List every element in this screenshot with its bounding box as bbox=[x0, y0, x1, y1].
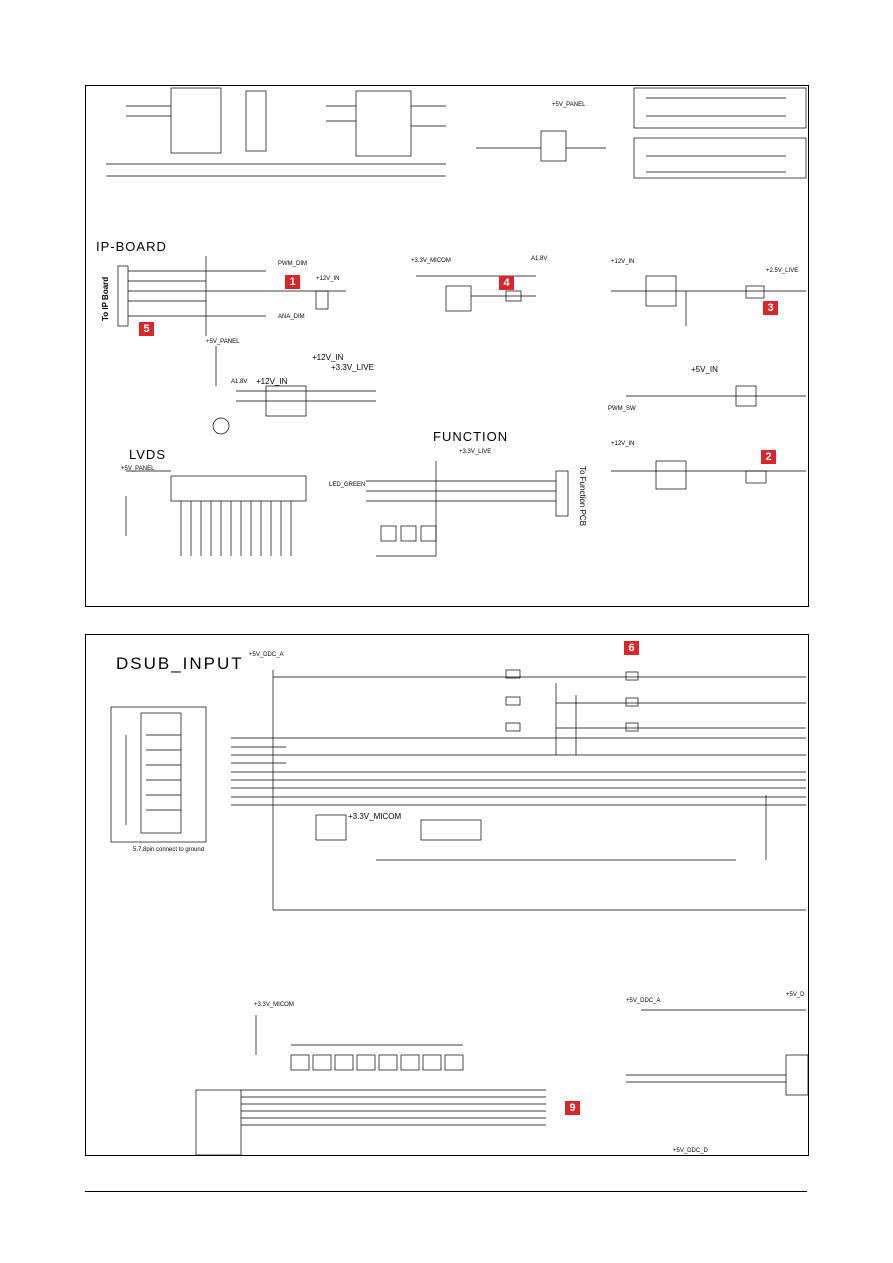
pwm-sw-label: PWM_SW bbox=[608, 406, 636, 412]
marker-9: 9 bbox=[565, 1101, 580, 1115]
bottom-schematic-wiring bbox=[110, 669, 808, 1155]
pwm-dim-label: PWM_DIM bbox=[278, 261, 307, 267]
a18v-label-b: A1.8V bbox=[231, 379, 248, 385]
plus5v-panel-lvds-label: +5V_PANEL bbox=[121, 466, 155, 472]
plus33v-live-func-label: +3.3V_LIVE bbox=[459, 449, 492, 455]
plus5v-panel-ip-label: +5V_PANEL bbox=[206, 339, 240, 345]
marker-5: 5 bbox=[139, 322, 154, 336]
rail-2v5-label: +2.5V_LIVE bbox=[766, 268, 799, 274]
marker-6: 6 bbox=[624, 641, 639, 655]
plus5v-ddc-a-label-lower: +5V_DDC_A bbox=[626, 998, 661, 1004]
top-schematic-wiring bbox=[106, 87, 807, 557]
plus12v-in-label-d: +12V_IN bbox=[611, 441, 635, 447]
ip-board-title: IP-BOARD bbox=[96, 239, 167, 254]
function-title: FUNCTION bbox=[433, 429, 509, 444]
a18v-label: A1.8V bbox=[531, 256, 548, 262]
marker-4: 4 bbox=[499, 276, 514, 290]
to-ip-board-label: To IP Board bbox=[101, 276, 110, 321]
plus5v-panel-top-label: +5V_PANEL bbox=[552, 102, 586, 108]
schematic-sheet-bottom: DSUB_INPUT +5V_DDC_A +3.3V_MICOM 5,7,8pi… bbox=[85, 634, 809, 1156]
plus5v-ddc-a-label: +5V_DDC_A bbox=[249, 652, 284, 658]
pin-ground-note: 5,7,8pin connect to ground bbox=[133, 847, 205, 853]
plus12v-in-label-a: +12V_IN bbox=[316, 276, 340, 282]
plus33v-live-label: +3.3V_LIVE bbox=[331, 363, 374, 372]
schematic-sheet-top: IP-BOARD To IP Board PWM_DIM ANA_DIM +12… bbox=[85, 85, 809, 607]
to-function-pcb-label: To Function PCB bbox=[578, 466, 587, 527]
marker-2: 2 bbox=[761, 450, 776, 464]
lvds-title: LVDS bbox=[129, 447, 166, 462]
plus33v-micom-label-lower: +3.3V_MICOM bbox=[254, 1002, 294, 1008]
led-green-label: LED_GREEN bbox=[329, 482, 366, 488]
plus33v-micom-label: +3.3V_MICOM bbox=[411, 258, 451, 264]
plus5v-d-label: +5V_D bbox=[786, 992, 805, 998]
marker-1: 1 bbox=[285, 275, 300, 289]
plus12v-in-label-lower: +12V_IN bbox=[256, 377, 288, 386]
plus5v-ddc-d-label: +5V_DDC_D bbox=[673, 1148, 708, 1154]
plus33v-micom-label-bottom: +3.3V_MICOM bbox=[348, 812, 402, 821]
ana-dim-label: ANA_DIM bbox=[278, 314, 305, 320]
marker-3: 3 bbox=[763, 301, 778, 315]
page-footer-rule bbox=[85, 1191, 807, 1192]
plus12v-in-label-b: +12V_IN bbox=[312, 353, 344, 362]
plus5v-in-label: +5V_IN bbox=[691, 365, 718, 374]
dsub-input-title: DSUB_INPUT bbox=[116, 654, 244, 673]
plus12v-in-label-c: +12V_IN bbox=[611, 259, 635, 265]
